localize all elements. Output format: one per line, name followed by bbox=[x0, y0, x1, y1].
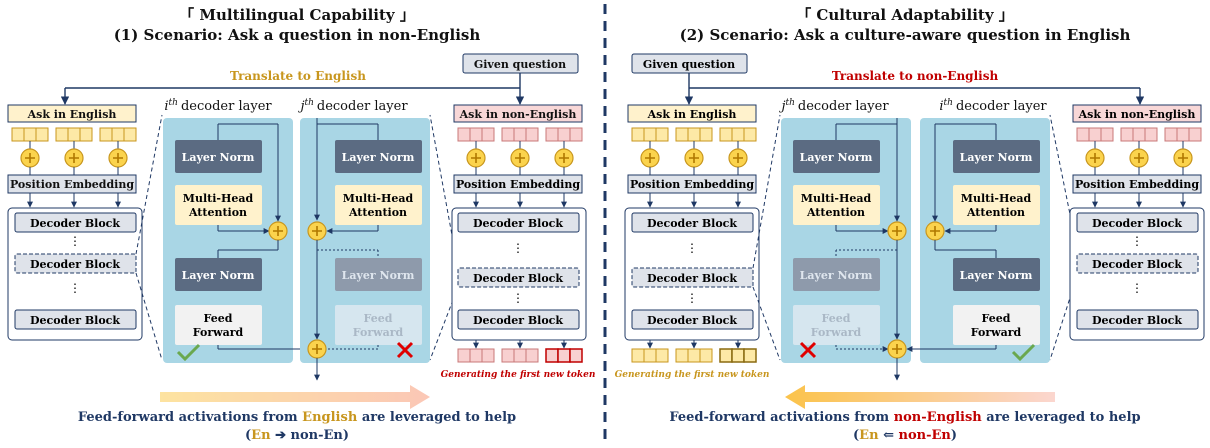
svg-text:Layer Norm: Layer Norm bbox=[342, 151, 415, 164]
svg-text:Feed: Feed bbox=[364, 312, 393, 325]
right-scenario: 「 Cultural Adaptability 」 (2) Scenario: … bbox=[615, 6, 1205, 443]
svg-text:Attention: Attention bbox=[188, 206, 247, 219]
token-en-1 bbox=[11, 127, 49, 142]
svg-text:Layer Norm: Layer Norm bbox=[800, 269, 873, 282]
translate-label: Translate to English bbox=[230, 69, 366, 83]
svg-text:Multi-Head: Multi-Head bbox=[801, 192, 872, 205]
svg-text:Decoder Block: Decoder Block bbox=[647, 314, 737, 327]
svg-text:⋮: ⋮ bbox=[69, 281, 81, 295]
given-question-label: Given question bbox=[474, 58, 566, 71]
left-scenario: 「 Multilingual Capability 」 (1) Scenario… bbox=[7, 6, 596, 443]
svg-text:「 Cultural Adaptability 」: 「 Cultural Adaptability 」 bbox=[796, 6, 1014, 24]
left-caption: Feed-forward activations from English ar… bbox=[78, 410, 516, 425]
svg-text:(En ➔ non-En): (En ➔ non-En) bbox=[245, 428, 349, 443]
ask-non-english-box bbox=[453, 104, 583, 123]
svg-text:Position Embedding: Position Embedding bbox=[630, 178, 754, 191]
svg-text:Decoder Block: Decoder Block bbox=[1092, 258, 1182, 271]
svg-text:Decoder Block: Decoder Block bbox=[647, 217, 737, 230]
svg-text:Attention: Attention bbox=[966, 206, 1025, 219]
flow-arrow-left bbox=[785, 385, 1055, 409]
svg-text:Multi-Head: Multi-Head bbox=[183, 192, 254, 205]
svg-text:Generating the first new token: Generating the first new token bbox=[441, 370, 596, 380]
svg-text:⋮: ⋮ bbox=[512, 291, 524, 305]
svg-text:Translate to non-English: Translate to non-English bbox=[832, 69, 999, 83]
svg-text:Given question: Given question bbox=[643, 58, 735, 71]
svg-text:⋮: ⋮ bbox=[686, 241, 698, 255]
svg-text:Feed: Feed bbox=[204, 312, 233, 325]
svg-text:Attention: Attention bbox=[348, 206, 407, 219]
svg-text:Feed: Feed bbox=[822, 312, 851, 325]
svg-text:Decoder Block: Decoder Block bbox=[30, 258, 120, 271]
svg-text:Forward: Forward bbox=[811, 326, 862, 339]
ask-english-box bbox=[7, 104, 137, 123]
svg-text:Forward: Forward bbox=[353, 326, 404, 339]
svg-text:Layer Norm: Layer Norm bbox=[182, 151, 255, 164]
position-embedding-box bbox=[7, 174, 137, 194]
svg-text:(En ⇐ non-En): (En ⇐ non-En) bbox=[853, 428, 957, 443]
svg-text:Attention: Attention bbox=[806, 206, 865, 219]
token-en-3 bbox=[99, 127, 137, 142]
svg-text:Multi-Head: Multi-Head bbox=[961, 192, 1032, 205]
svg-text:⋮: ⋮ bbox=[1131, 281, 1143, 295]
left-scenario-text: (1) Scenario: Ask a question in non-Engl… bbox=[114, 26, 481, 44]
svg-text:Forward: Forward bbox=[971, 326, 1022, 339]
svg-text:Position Embedding: Position Embedding bbox=[1075, 178, 1199, 191]
svg-text:Ask in English: Ask in English bbox=[647, 108, 737, 121]
svg-text:⋮: ⋮ bbox=[1131, 234, 1143, 248]
svg-text:Layer Norm: Layer Norm bbox=[182, 269, 255, 282]
svg-text:Feed: Feed bbox=[982, 312, 1011, 325]
ask-english-label: Ask in English bbox=[27, 108, 117, 121]
svg-text:⋮: ⋮ bbox=[69, 234, 81, 248]
svg-text:Layer Norm: Layer Norm bbox=[342, 269, 415, 282]
svg-text:Decoder Block: Decoder Block bbox=[30, 217, 120, 230]
svg-text:Multi-Head: Multi-Head bbox=[343, 192, 414, 205]
svg-text:Ask in non-English: Ask in non-English bbox=[1078, 108, 1196, 121]
svg-text:Feed-forward activations from: Feed-forward activations from non-Englis… bbox=[669, 410, 1140, 425]
svg-text:Decoder Block: Decoder Block bbox=[473, 217, 563, 230]
svg-text:⋮: ⋮ bbox=[686, 291, 698, 305]
svg-text:Decoder Block: Decoder Block bbox=[30, 314, 120, 327]
svg-text:Position Embedding: Position Embedding bbox=[10, 178, 134, 191]
svg-text:Forward: Forward bbox=[193, 326, 244, 339]
svg-text:Ask in non-English: Ask in non-English bbox=[459, 108, 577, 121]
token-en-2 bbox=[55, 127, 93, 142]
svg-text:(2) Scenario: Ask a culture-aw: (2) Scenario: Ask a culture-aware questi… bbox=[680, 26, 1131, 44]
svg-text:Layer Norm: Layer Norm bbox=[960, 151, 1033, 164]
svg-text:Decoder Block: Decoder Block bbox=[473, 314, 563, 327]
svg-text:Decoder Block: Decoder Block bbox=[1092, 314, 1182, 327]
svg-text:Layer Norm: Layer Norm bbox=[800, 151, 873, 164]
flow-arrow-right bbox=[160, 385, 430, 409]
svg-text:Layer Norm: Layer Norm bbox=[960, 269, 1033, 282]
svg-text:⋮: ⋮ bbox=[512, 241, 524, 255]
svg-text:Decoder Block: Decoder Block bbox=[647, 272, 737, 285]
left-title: 「 Multilingual Capability 」 bbox=[179, 6, 415, 24]
svg-text:Generating the first new token: Generating the first new token bbox=[615, 370, 770, 380]
svg-text:Position Embedding: Position Embedding bbox=[456, 178, 580, 191]
svg-text:Decoder Block: Decoder Block bbox=[1092, 217, 1182, 230]
svg-text:Decoder Block: Decoder Block bbox=[473, 272, 563, 285]
